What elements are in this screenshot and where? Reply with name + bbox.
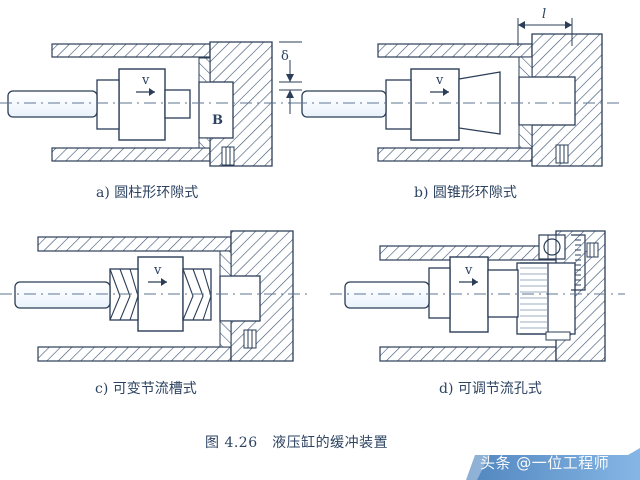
panel-d: v	[330, 230, 625, 362]
velocity-label-c: v	[153, 263, 162, 278]
watermark: 头条 @一位工程师	[460, 448, 640, 480]
velocity-label-a: v	[141, 73, 150, 88]
delta-label: δ	[281, 49, 289, 64]
caption-b: b) 圆锥形环隙式	[414, 185, 517, 201]
watermark-text: 头条 @一位工程师	[480, 454, 609, 472]
caption-d: d) 可调节流孔式	[439, 381, 542, 397]
length-label: l	[542, 7, 546, 22]
panel-a: v B δ	[0, 41, 302, 167]
b-label-a: B	[212, 113, 223, 128]
caption-a: a) 圆柱形环隙式	[96, 185, 198, 201]
caption-c: c) 可变节流槽式	[95, 381, 197, 397]
panel-b: v l	[295, 7, 620, 167]
velocity-label-b: v	[435, 73, 444, 88]
panel-c: v	[0, 230, 310, 362]
figure-caption: 图 4.26 液压缸的缓冲装置	[205, 434, 388, 451]
velocity-label-d: v	[464, 263, 473, 278]
